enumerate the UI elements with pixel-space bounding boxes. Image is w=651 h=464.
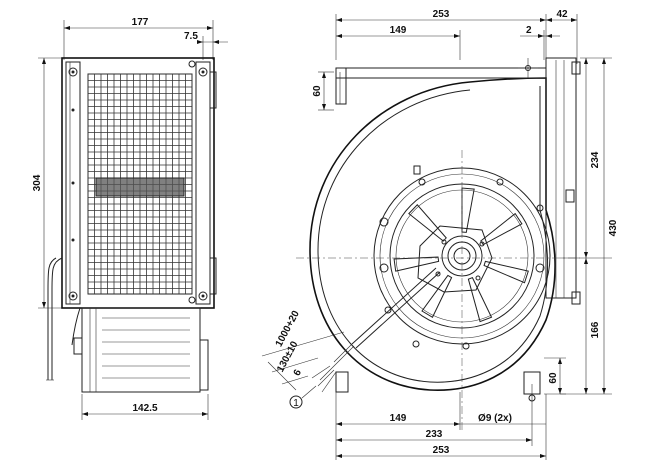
front-view: 253 42 149 2 60 234 430 166 60 [261, 9, 619, 460]
dim-234: 234 [590, 151, 601, 168]
dim-430: 430 [608, 219, 619, 236]
dim-177: 177 [132, 17, 149, 28]
dim-149-top: 149 [390, 25, 407, 36]
dim-cable-1000: 1000+20 [274, 309, 302, 349]
dim-253-bottom: 253 [433, 445, 450, 456]
dim-60-bottom: 60 [548, 372, 559, 384]
dim-42: 42 [556, 9, 568, 20]
dim-2: 2 [526, 25, 532, 36]
dim-142-5: 142.5 [132, 403, 157, 414]
dim-cable-6: 6 [292, 367, 305, 377]
dim-7-5: 7.5 [184, 31, 198, 42]
dim-233: 233 [426, 429, 443, 440]
dim-253-top: 253 [433, 9, 450, 20]
dim-149-bottom: 149 [390, 413, 407, 424]
callout-circle [289, 395, 303, 409]
callout-1: 1 [293, 398, 299, 409]
dim-166: 166 [590, 321, 601, 338]
side-view: 177 7.5 304 [32, 17, 228, 420]
dim-304: 304 [32, 174, 43, 191]
hole-spec: Ø9 (2x) [478, 413, 512, 424]
dim-60-left: 60 [312, 85, 323, 97]
